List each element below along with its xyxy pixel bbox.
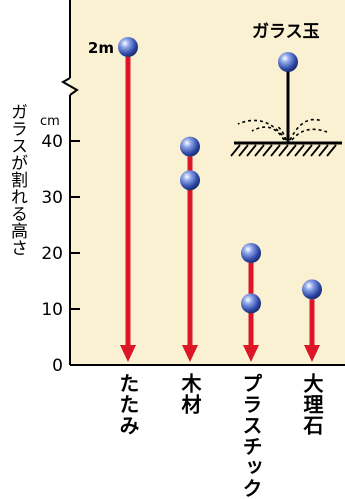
- ball-point: [241, 293, 261, 314]
- arrow-head: [182, 345, 198, 362]
- category-label-tatami: たたみ: [116, 373, 140, 436]
- inset-label: ガラス玉: [252, 22, 320, 42]
- hatch-line: [318, 144, 329, 157]
- inset-floor-hatch: [230, 144, 337, 157]
- category-label-marble: 大理石: [300, 373, 324, 436]
- hatch-line: [278, 144, 289, 157]
- arrow-head: [304, 345, 320, 362]
- arrow-head: [120, 345, 136, 362]
- y-ticks: 0 10 20 30 40: [41, 132, 80, 376]
- axis-break-mark: [60, 77, 79, 96]
- data-marks: 2m: [88, 37, 322, 362]
- hatch-line: [254, 144, 265, 157]
- hatch-line: [326, 144, 337, 157]
- y-tick-label: 30: [41, 188, 63, 208]
- category-label-plastic: プラスチック: [239, 373, 263, 499]
- plot-background: [70, 0, 345, 365]
- y-tick-label: 20: [41, 244, 63, 264]
- y-tick-label: 0: [52, 356, 63, 376]
- hatch-line: [286, 144, 297, 157]
- ball-point: [180, 170, 200, 191]
- category-label-wood: 木材: [178, 373, 202, 415]
- hatch-line: [238, 144, 249, 157]
- hatch-line: [262, 144, 273, 157]
- y-tick-label: 40: [41, 132, 63, 152]
- hatch-line: [302, 144, 313, 157]
- inset-illustration: ガラス玉: [230, 22, 342, 157]
- ball-point: [302, 279, 322, 300]
- y-axis-label: ガラスが割れる高さ: [7, 103, 27, 256]
- hatch-line: [294, 144, 305, 157]
- ball-point: [118, 37, 138, 57]
- hatch-line: [270, 144, 281, 157]
- ball-point: [180, 136, 200, 157]
- inset-splash: [237, 118, 328, 141]
- point-label: 2m: [88, 39, 114, 57]
- y-tick-label: 10: [41, 300, 63, 320]
- hatch-line: [310, 144, 321, 157]
- hatch-line: [230, 144, 241, 157]
- inset-ball: [278, 52, 298, 72]
- arrow-head: [243, 345, 259, 362]
- ball-point: [241, 243, 261, 263]
- y-unit-label: cm: [40, 114, 60, 129]
- hatch-line: [246, 144, 257, 157]
